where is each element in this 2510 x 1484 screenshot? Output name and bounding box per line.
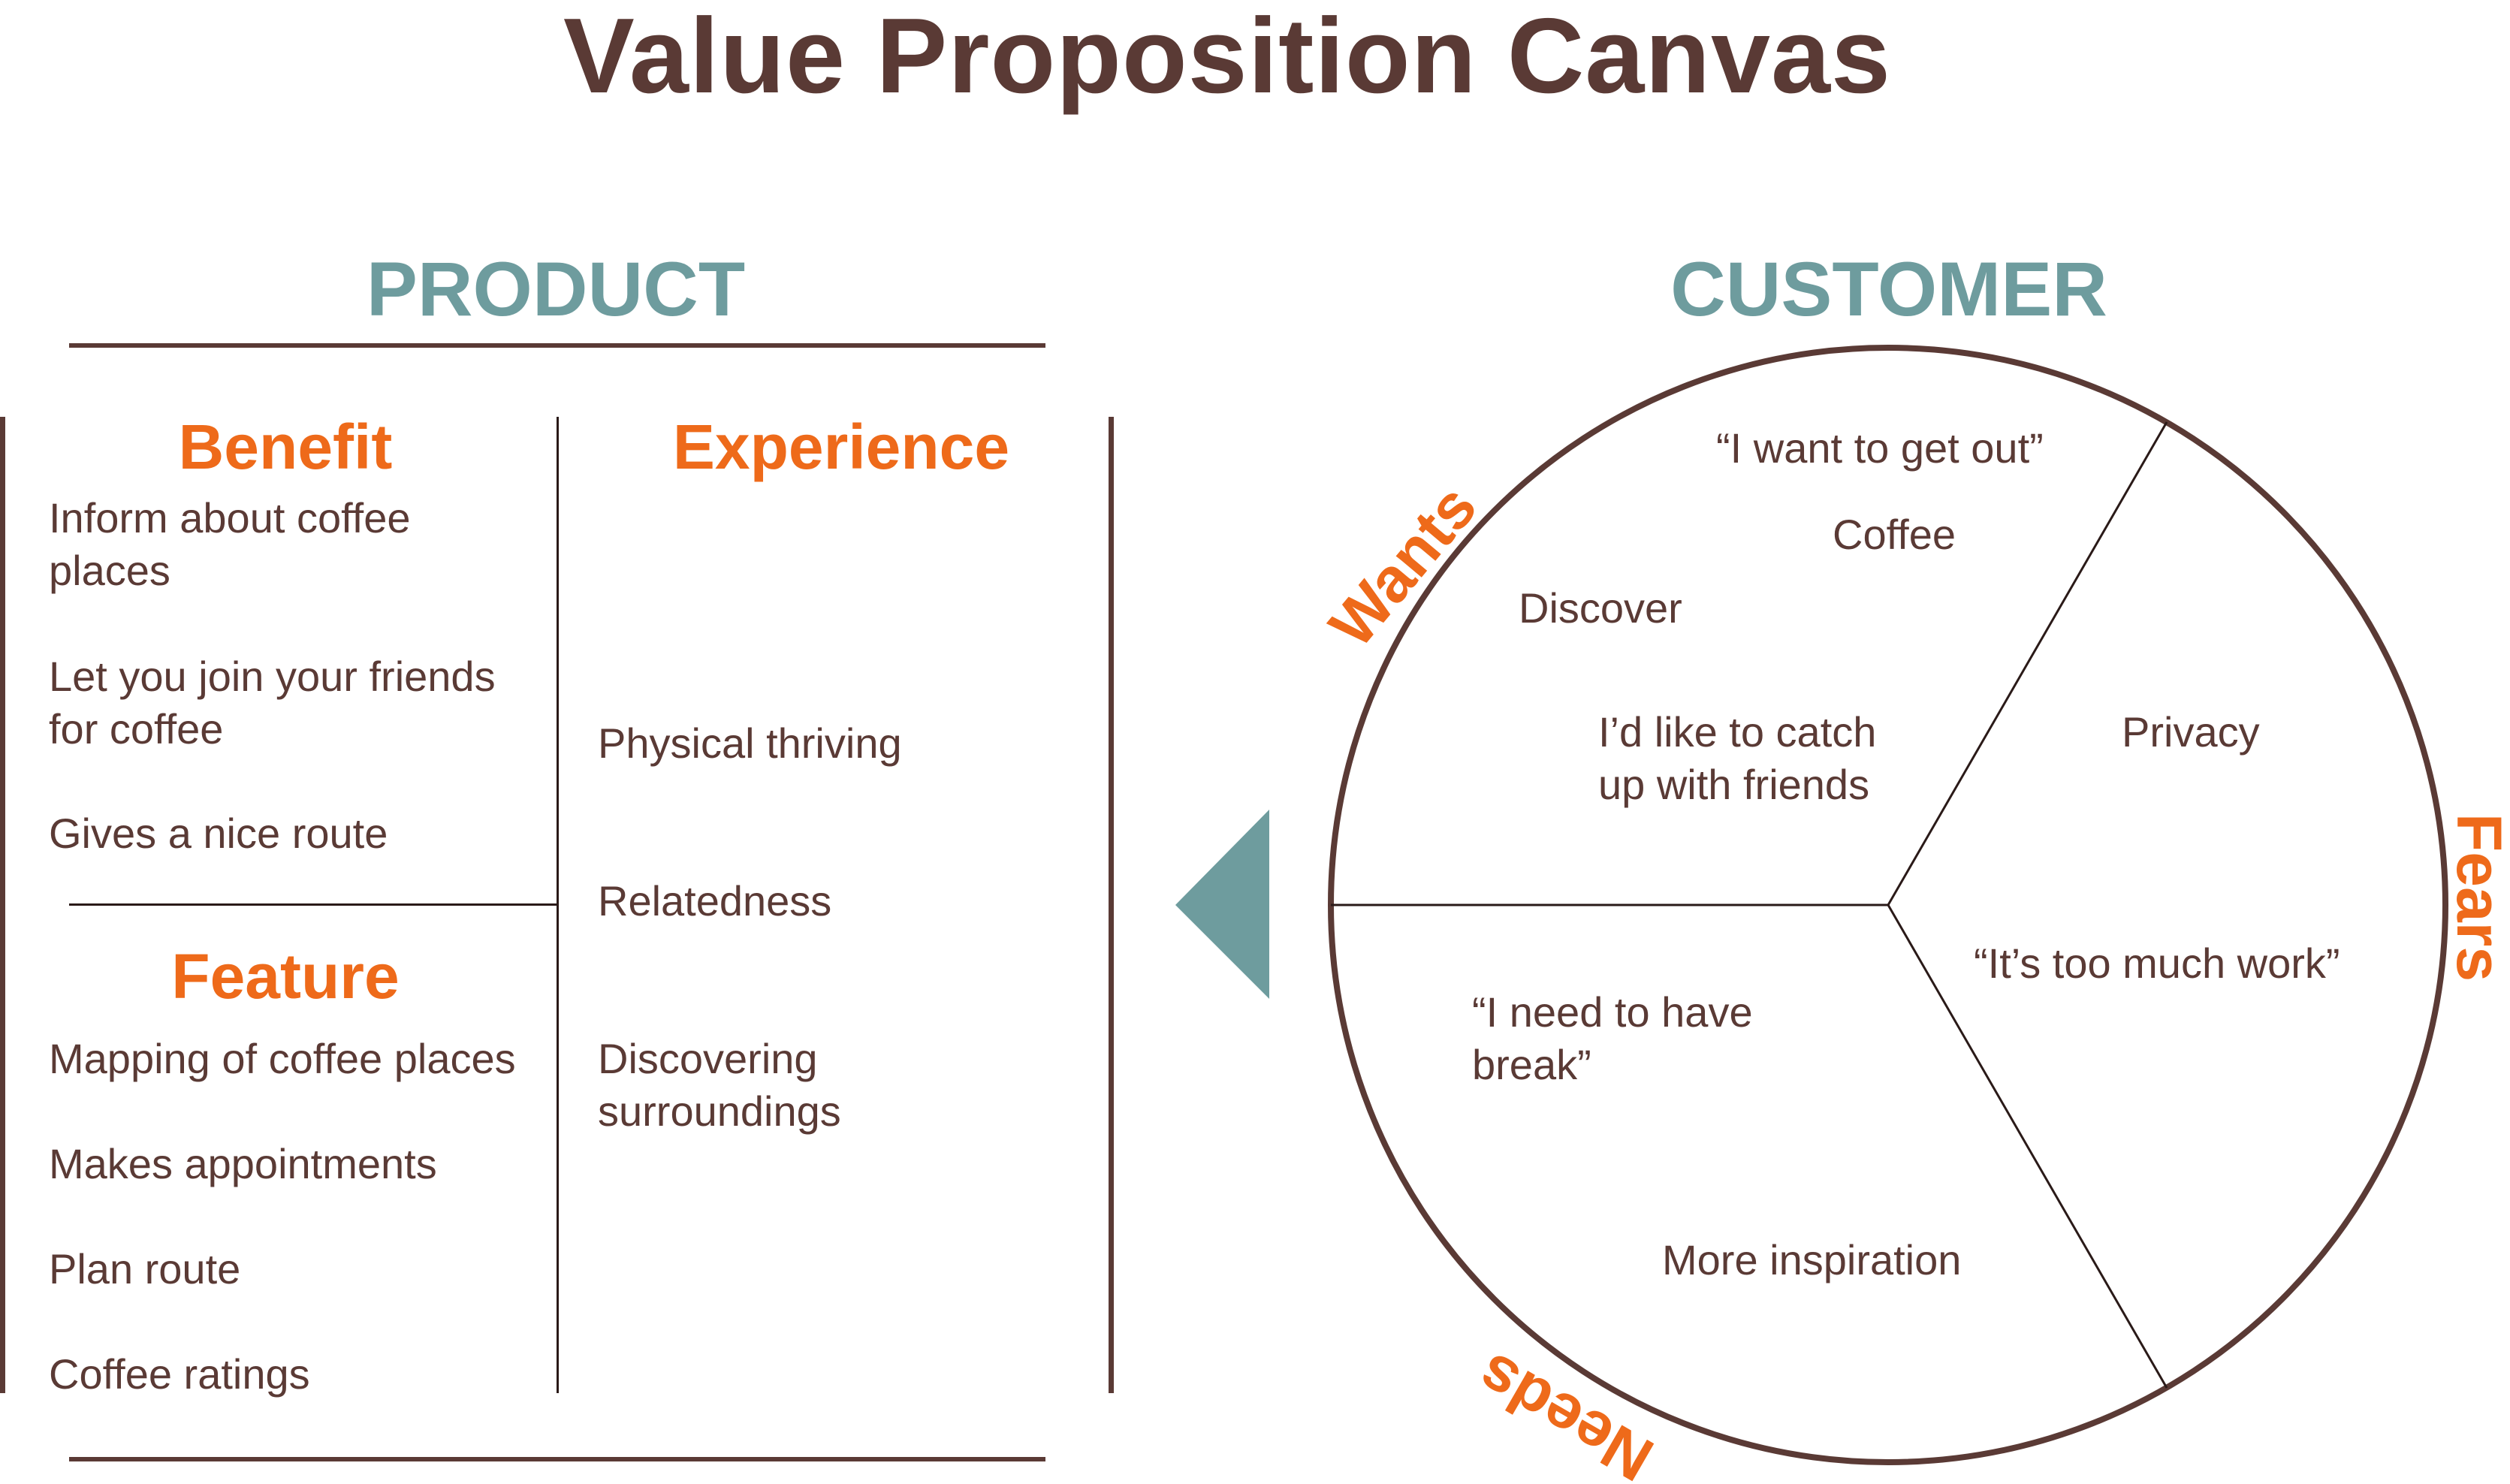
benefit-feature-divider <box>69 903 559 906</box>
feature-item: Coffee ratings <box>49 1350 310 1398</box>
experience-item: Relatedness <box>598 877 832 924</box>
wants-fears-divider <box>1887 421 2168 906</box>
product-right-border <box>1109 417 1114 1393</box>
product-left-border <box>0 417 5 1393</box>
arrow-left-icon <box>1175 810 1269 999</box>
customer-heading: CUSTOMER <box>1670 246 2107 332</box>
wants-item: I’d like to catch up with friends <box>1598 708 1877 808</box>
fears-item: Privacy <box>2122 708 2260 756</box>
feature-item: Mapping of coffee places <box>49 1035 516 1082</box>
wants-item: “I want to get out” <box>1716 424 2044 472</box>
needs-item: More inspiration <box>1662 1236 1962 1283</box>
experience-heading: Experience <box>672 412 1010 482</box>
fears-item: “It’s too much work” <box>1974 940 2340 987</box>
fears-needs-divider <box>1887 904 2168 1389</box>
product-top-rule <box>69 343 1045 348</box>
needs-item: “I need to have break” <box>1472 988 1753 1088</box>
feature-heading: Feature <box>171 941 400 1012</box>
benefit-heading: Benefit <box>178 412 393 482</box>
wants-item: Coffee <box>1833 511 1956 558</box>
benefit-item: Let you join your friends for coffee <box>49 653 496 753</box>
product-bottom-rule <box>69 1457 1045 1461</box>
benefit-item: Gives a nice route <box>49 810 388 857</box>
benefit-item: Inform about coffee places <box>49 494 411 594</box>
page-title: Value Proposition Canvas <box>563 0 1891 116</box>
experience-item: Physical thriving <box>598 719 902 767</box>
wants-item: Discover <box>1519 584 1682 632</box>
feature-item: Makes appointments <box>49 1140 437 1187</box>
feature-item: Plan route <box>49 1245 241 1292</box>
fears-label: Fears <box>2444 813 2510 982</box>
product-heading: PRODUCT <box>366 246 746 332</box>
experience-item: Discovering surroundings <box>598 1035 841 1135</box>
